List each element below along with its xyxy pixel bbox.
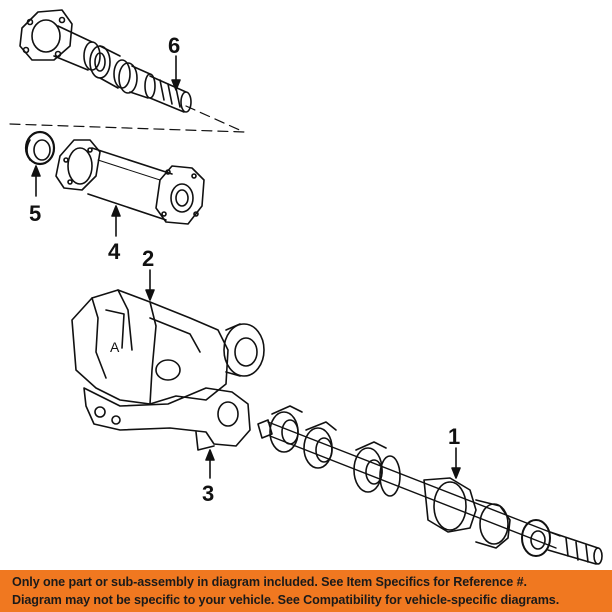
axle-shaft-part-6 (19, 9, 192, 113)
disclaimer-banner: Only one part or sub-assembly in diagram… (0, 570, 612, 612)
callout-leaders (31, 55, 461, 479)
differential-carrier-part-2: A (71, 289, 265, 405)
reference-line (9, 105, 245, 133)
callout-4: 4 (108, 239, 121, 264)
callout-5: 5 (29, 201, 41, 226)
callout-3: 3 (202, 481, 214, 506)
disclaimer-line-1: Only one part or sub-assembly in diagram… (12, 575, 527, 589)
mounting-bracket-part-3 (83, 387, 251, 451)
exploded-parts-diagram: A (9, 9, 603, 565)
seal-part-5 (24, 130, 56, 166)
disclaimer-line-2: Diagram may not be specific to your vehi… (12, 593, 560, 607)
callout-1: 1 (448, 424, 460, 449)
half-shaft-part-1 (257, 405, 603, 565)
callout-2: 2 (142, 246, 154, 271)
casting-mark: A (110, 339, 120, 355)
callout-6: 6 (168, 33, 180, 58)
axle-housing-tube-part-4 (55, 139, 205, 225)
